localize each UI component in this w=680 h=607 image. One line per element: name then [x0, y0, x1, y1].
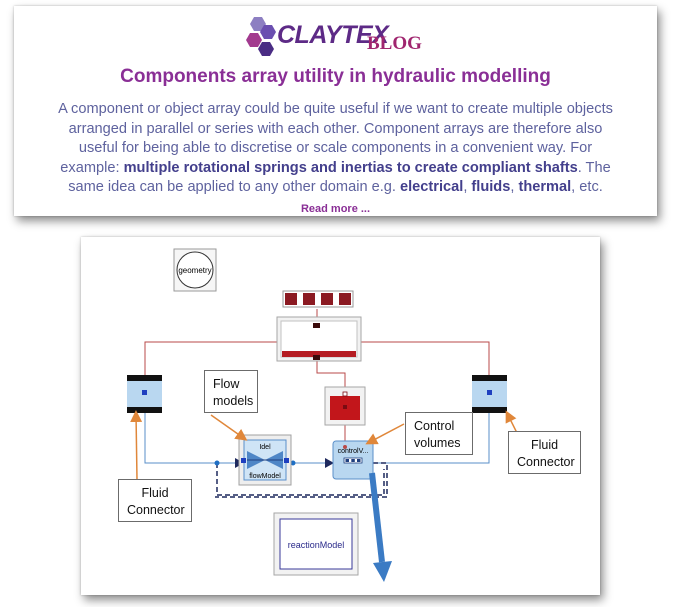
heat-port-strip[interactable]: [282, 290, 354, 308]
callout-control-volumes-line-1: Control: [414, 419, 455, 433]
callout-control-volumes: Control volumes: [405, 412, 473, 455]
flow-model-block[interactable]: Idel flowModel: [238, 434, 292, 486]
excerpt-highlight-shafts: multiple rotational springs and inertias…: [123, 159, 578, 176]
post-excerpt: A component or object array could be qui…: [26, 100, 645, 198]
flow-model-top-label: Idel: [259, 444, 271, 451]
excerpt-highlight-electrical: electrical: [400, 179, 464, 195]
callout-fluid-connector-right-line-2: Connector: [517, 455, 575, 469]
excerpt-separator: ,: [463, 179, 472, 195]
blog-label: BLOG: [367, 33, 422, 54]
callout-flow-models: Flow models: [204, 370, 258, 413]
read-more-link[interactable]: Read more ...: [300, 203, 371, 215]
callout-fluid-connector-right: Fluid Connector: [508, 431, 581, 474]
geometry-label: geometry: [178, 266, 211, 275]
callout-fluid-connector-left-line-1: Fluid: [141, 486, 169, 500]
brand-name: CLAYTEX: [277, 21, 389, 49]
flow-model-bottom-label: flowModel: [249, 473, 281, 480]
excerpt-separator: ,: [510, 179, 519, 195]
control-volume-block[interactable]: controlV...: [332, 440, 374, 480]
claytex-logo[interactable]: CLAYTEX BLOG: [244, 15, 444, 59]
fluid-connector-left[interactable]: [127, 375, 162, 413]
model-diagram: geometry: [81, 237, 600, 595]
arrow-down-icon: [369, 472, 392, 582]
callout-fluid-connector-right-line-1: Fluid: [530, 438, 559, 452]
fluid-connections: [144, 413, 490, 464]
post-title[interactable]: Components array utility in hydraulic mo…: [120, 66, 551, 87]
reaction-model-block[interactable]: reactionModel: [273, 512, 359, 576]
excerpt-highlight-thermal: thermal: [518, 179, 572, 195]
fluid-connector-right[interactable]: [472, 375, 507, 413]
callout-fluid-connector-left: Fluid Connector: [118, 479, 192, 522]
reaction-model-label: reactionModel: [288, 540, 345, 550]
excerpt-highlight-fluids: fluids: [471, 179, 511, 195]
callout-arrows: [130, 410, 518, 481]
heater-block[interactable]: [324, 386, 366, 426]
callout-fluid-connector-left-line-2: Connector: [127, 503, 185, 517]
callout-control-volumes-line-2: volumes: [414, 436, 461, 450]
blog-card: CLAYTEX BLOG Components array utility in…: [14, 6, 657, 216]
wall-block[interactable]: [276, 316, 362, 362]
control-volume-label: controlV...: [338, 448, 369, 455]
excerpt-line-2: arranged in parallel or series with each…: [68, 120, 603, 137]
excerpt-line-5-pre: same idea can be applied to any other do…: [68, 179, 401, 195]
excerpt-line-1: A component or object array could be qui…: [58, 101, 613, 117]
excerpt-line-3: useful for being able to discretise or s…: [78, 140, 593, 156]
excerpt-line-4-post: . The: [577, 159, 611, 176]
callout-flow-models-line-1: Flow: [213, 377, 240, 391]
excerpt-line-5-post: , etc.: [571, 179, 603, 195]
hexagon-logo-icon: [246, 17, 276, 56]
excerpt-line-4-pre: example:: [60, 159, 124, 176]
callout-flow-models-line-2: models: [213, 394, 254, 408]
diagram-canvas: geometry: [127, 248, 518, 582]
geometry-block[interactable]: geometry: [173, 248, 217, 292]
